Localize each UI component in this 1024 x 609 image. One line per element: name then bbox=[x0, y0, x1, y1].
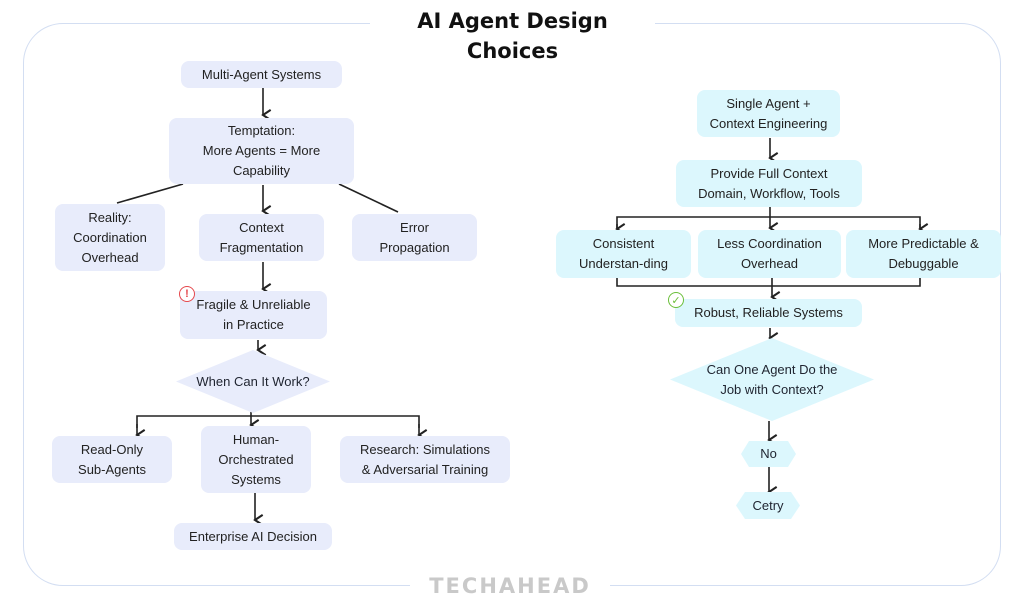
line-temptation-to-error bbox=[338, 183, 399, 213]
hexagon-shape bbox=[736, 492, 800, 519]
diagram-title: AI Agent Design Choices bbox=[370, 6, 655, 63]
merge-to-robust bbox=[616, 278, 921, 287]
decision-label: Can One Agent Do the Job with Context? bbox=[706, 361, 838, 397]
warning-icon: ! bbox=[179, 286, 195, 302]
node-less-coordination-overhead: Less Coordination Overhead bbox=[698, 230, 841, 278]
node-temptation: Temptation: More Agents = More Capabilit… bbox=[169, 118, 354, 184]
node-no: No bbox=[741, 441, 796, 467]
node-consistent-understanding: Consistent Understan-ding bbox=[556, 230, 691, 278]
node-multi-agent-systems: Multi-Agent Systems bbox=[181, 61, 342, 88]
node-read-only-sub-agents: Read-Only Sub-Agents bbox=[52, 436, 172, 483]
decision-label: When Can It Work? bbox=[196, 373, 310, 389]
node-human-orchestrated: Human- Orchestrated Systems bbox=[201, 426, 311, 493]
cetry-label: Cetry bbox=[752, 497, 784, 513]
node-research-simulations: Research: Simulations & Adversarial Trai… bbox=[340, 436, 510, 483]
node-robust-reliable-systems: Robust, Reliable Systems bbox=[675, 299, 862, 327]
no-label: No bbox=[760, 446, 777, 461]
node-enterprise-ai-decision: Enterprise AI Decision bbox=[174, 523, 332, 550]
check-circle-icon: ✓ bbox=[668, 292, 684, 308]
branch-full bbox=[616, 216, 921, 228]
node-error-propagation: Error Propagation bbox=[352, 214, 477, 261]
hexagon-shape bbox=[741, 441, 796, 467]
node-reality-coordination-overhead: Reality: Coordination Overhead bbox=[55, 204, 165, 271]
node-fragile-unreliable: Fragile & Unreliable in Practice bbox=[180, 291, 327, 339]
node-single-agent-context-engineering: Single Agent + Context Engineering bbox=[697, 90, 840, 137]
diamond-shape bbox=[176, 350, 330, 413]
node-cetry: Cetry bbox=[736, 492, 800, 519]
branch-when bbox=[136, 415, 420, 428]
decision-when-can-it-work: When Can It Work? bbox=[176, 350, 330, 413]
line-temptation-to-reality bbox=[116, 183, 184, 204]
brand-logo: TECHAHEAD bbox=[410, 574, 610, 598]
node-more-predictable-debuggable: More Predictable & Debuggable bbox=[846, 230, 1001, 278]
decision-can-one-agent: Can One Agent Do the Job with Context? bbox=[670, 338, 874, 421]
diamond-shape bbox=[670, 338, 874, 421]
node-context-fragmentation: Context Fragmentation bbox=[199, 214, 324, 261]
node-provide-full-context: Provide Full Context Domain, Workflow, T… bbox=[676, 160, 862, 207]
